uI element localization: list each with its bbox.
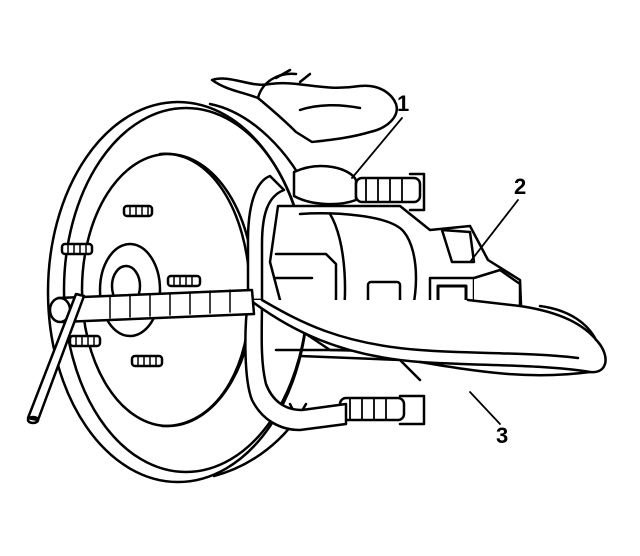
leader-line-2 [469, 199, 519, 263]
stud [166, 274, 202, 288]
leader-line-1 [351, 117, 403, 179]
leader-line-3 [469, 391, 501, 425]
callout-label-3: 3 [496, 423, 509, 448]
callout-label-1: 1 [397, 91, 410, 116]
stud [130, 354, 164, 368]
hose-clamp [292, 164, 426, 212]
clamp-screw-handle [26, 288, 256, 425]
c-clamp-tool [244, 174, 607, 432]
stud [68, 334, 102, 348]
technician-hand [210, 68, 399, 144]
stud [122, 204, 154, 218]
wheel-studs [60, 204, 202, 368]
leader-lines [351, 117, 519, 425]
stud [60, 242, 94, 256]
callout-label-2: 2 [514, 174, 527, 199]
